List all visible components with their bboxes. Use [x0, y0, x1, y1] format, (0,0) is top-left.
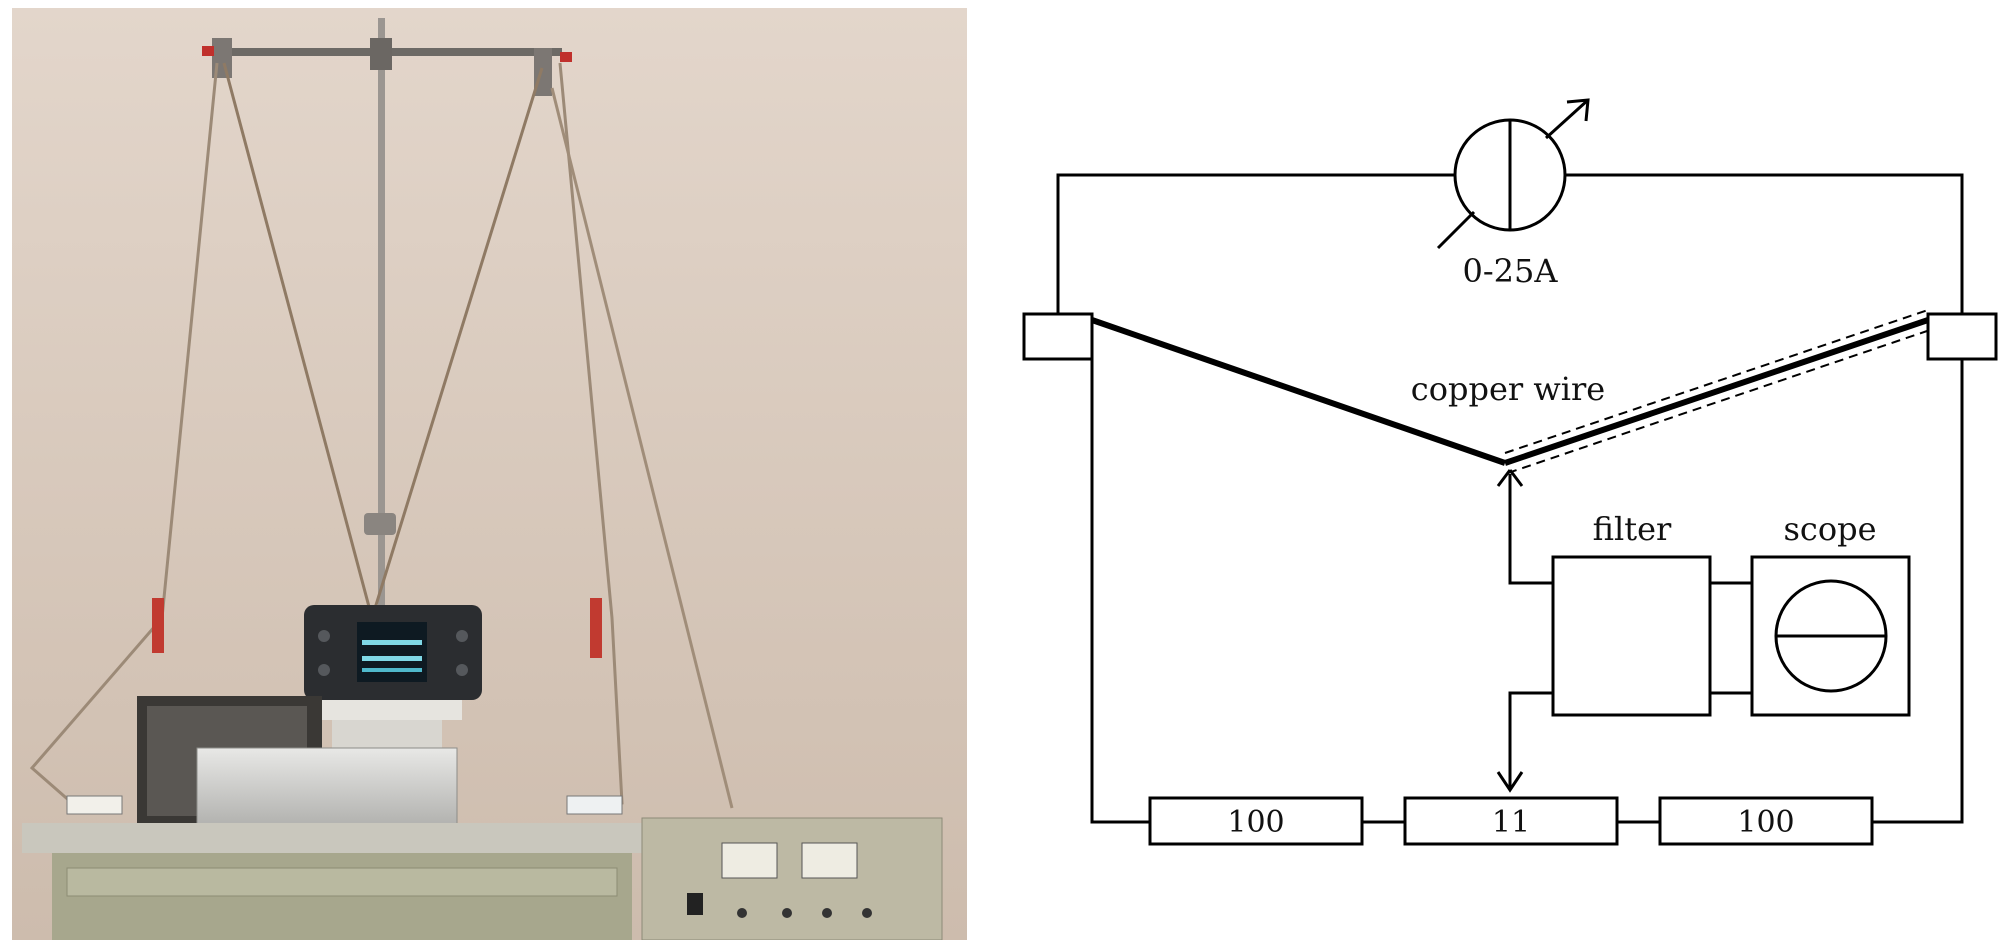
table-top [22, 823, 642, 853]
circuit-schematic: 0-25A copper wire filter scope 100 11 10… [1022, 98, 1998, 846]
left-lead [29, 62, 219, 805]
wire-left-side [1090, 359, 1150, 824]
stand-base [322, 700, 462, 720]
copper-wire-right-segment [1504, 317, 1929, 466]
copper-wire-label: copper wire [1411, 370, 1605, 408]
left-resistor-box [66, 795, 123, 815]
copper-wire-left-segment [1091, 317, 1506, 466]
left-red-clip [152, 598, 164, 653]
ammeter-arrow-tail [1436, 210, 1476, 250]
filter-label: filter [1593, 510, 1672, 548]
filter-block [1551, 555, 1712, 717]
apparatus-photo [12, 8, 967, 940]
right-red-clip [590, 598, 602, 658]
ammeter-arrow-shaft [1544, 98, 1590, 140]
right-lead-2 [550, 87, 734, 809]
power-switch [687, 893, 703, 915]
circuit-diagram: 0-25A copper wire filter scope 100 11 10… [1000, 0, 2000, 945]
wire-top-left [1056, 173, 1455, 314]
oscilloscope-screen [357, 622, 427, 682]
ammeter-arrowhead [1566, 98, 1590, 122]
meter-left [721, 842, 778, 879]
resistor-right-box [1658, 796, 1874, 846]
wire-probe-bottom [1508, 691, 1553, 788]
resistor-left-box [1148, 796, 1364, 846]
resistor-left-label: 100 [1227, 805, 1284, 840]
trace-1 [362, 640, 422, 645]
resistor-center-box [1403, 796, 1619, 846]
wire-probe-top [1508, 474, 1553, 585]
tap-arrowhead [1496, 771, 1524, 793]
right-terminal [1926, 312, 1998, 361]
resistor-center-label: 11 [1492, 805, 1530, 840]
scope-label: scope [1783, 510, 1876, 548]
apparatus-illustration [12, 8, 967, 940]
rod-clamp [364, 513, 396, 535]
right-resistor-box [566, 795, 623, 815]
left-red-marker [202, 46, 214, 56]
trace-2 [362, 656, 422, 661]
resistor-right-label: 100 [1737, 805, 1794, 840]
trace-3 [362, 668, 422, 672]
ammeter-label: 0-25A [1463, 252, 1559, 290]
meter-right [801, 842, 858, 879]
left-terminal [1022, 312, 1094, 361]
stand-rod [378, 18, 385, 608]
center-clamp [370, 38, 392, 70]
right-red-marker [560, 52, 572, 62]
wire-top-right [1565, 173, 1964, 314]
power-supply [641, 817, 943, 940]
wire-right-side [1872, 359, 1964, 824]
